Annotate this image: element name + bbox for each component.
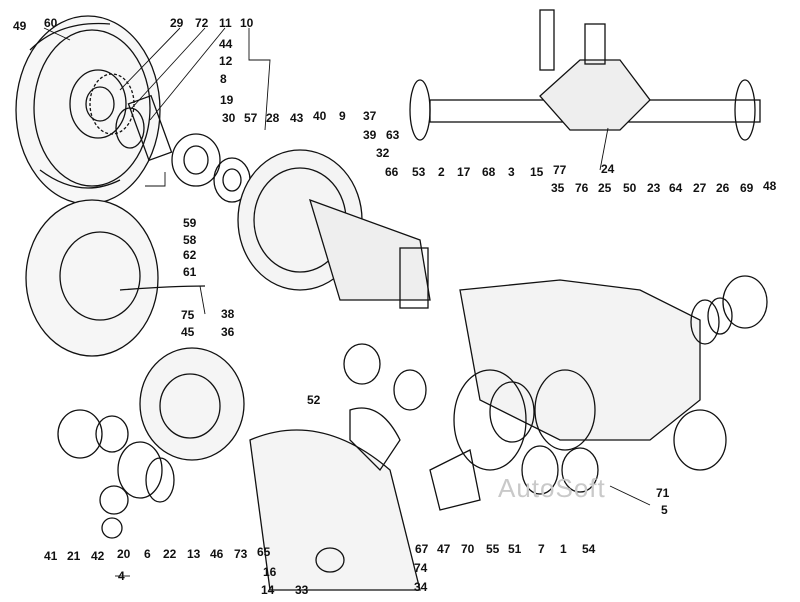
label-44: 44 bbox=[219, 37, 233, 51]
label-9: 9 bbox=[339, 109, 346, 123]
differential-housing bbox=[453, 279, 727, 471]
label-42: 42 bbox=[91, 549, 105, 563]
label-67: 67 bbox=[415, 542, 429, 556]
label-17: 17 bbox=[457, 165, 471, 179]
label-46: 46 bbox=[210, 547, 224, 561]
label-7: 7 bbox=[538, 542, 545, 556]
label-51: 51 bbox=[508, 542, 522, 556]
label-77: 77 bbox=[553, 163, 567, 177]
label-14: 14 bbox=[261, 583, 275, 597]
pinion-bearings bbox=[690, 275, 768, 345]
label-59: 59 bbox=[183, 216, 197, 230]
label-64: 64 bbox=[669, 181, 683, 195]
label-45: 45 bbox=[181, 325, 195, 339]
wheel-hub bbox=[89, 73, 173, 162]
label-66: 66 bbox=[385, 165, 399, 179]
label-73: 73 bbox=[234, 547, 248, 561]
label-65: 65 bbox=[257, 545, 271, 559]
label-13: 13 bbox=[187, 547, 201, 561]
label-3: 3 bbox=[508, 165, 515, 179]
label-70: 70 bbox=[461, 542, 475, 556]
label-58: 58 bbox=[183, 233, 197, 247]
label-40: 40 bbox=[313, 109, 327, 123]
label-76: 76 bbox=[575, 181, 589, 195]
center-bearings bbox=[343, 343, 599, 511]
label-72: 72 bbox=[195, 16, 209, 30]
label-38: 38 bbox=[221, 307, 235, 321]
brake-drum bbox=[15, 15, 161, 205]
label-48: 48 bbox=[763, 179, 777, 193]
label-21: 21 bbox=[67, 549, 81, 563]
label-36: 36 bbox=[221, 325, 235, 339]
watermark: AutoSoft bbox=[498, 473, 606, 503]
label-35: 35 bbox=[551, 181, 565, 195]
label-74: 74 bbox=[414, 561, 428, 575]
label-16: 16 bbox=[263, 565, 277, 579]
label-30: 30 bbox=[222, 111, 236, 125]
label-4: 4 bbox=[118, 569, 125, 583]
label-43: 43 bbox=[290, 111, 304, 125]
label-20: 20 bbox=[117, 547, 131, 561]
label-24: 24 bbox=[601, 162, 615, 176]
label-39: 39 bbox=[363, 128, 377, 142]
label-68: 68 bbox=[482, 165, 496, 179]
leader-lines bbox=[43, 27, 651, 591]
label-2: 2 bbox=[438, 165, 445, 179]
label-54: 54 bbox=[582, 542, 596, 556]
label-75: 75 bbox=[181, 308, 195, 322]
label-50: 50 bbox=[623, 181, 637, 195]
label-41: 41 bbox=[44, 549, 58, 563]
label-27: 27 bbox=[693, 181, 707, 195]
label-69: 69 bbox=[740, 181, 754, 195]
label-33: 33 bbox=[295, 583, 309, 597]
label-8: 8 bbox=[220, 72, 227, 86]
label-28: 28 bbox=[266, 111, 280, 125]
label-47: 47 bbox=[437, 542, 451, 556]
label-10: 10 bbox=[240, 16, 254, 30]
label-34: 34 bbox=[414, 580, 428, 594]
label-62: 62 bbox=[183, 248, 197, 262]
label-23: 23 bbox=[647, 181, 661, 195]
label-19: 19 bbox=[220, 93, 234, 107]
backing-plate bbox=[237, 149, 431, 309]
label-12: 12 bbox=[219, 54, 233, 68]
label-5: 5 bbox=[661, 503, 668, 517]
label-6: 6 bbox=[144, 547, 151, 561]
label-55: 55 bbox=[486, 542, 500, 556]
rear-cover bbox=[249, 429, 421, 591]
label-15: 15 bbox=[530, 165, 544, 179]
label-32: 32 bbox=[376, 146, 390, 160]
brake-shoe-plate bbox=[25, 199, 206, 357]
label-29: 29 bbox=[170, 16, 184, 30]
label-22: 22 bbox=[163, 547, 177, 561]
label-49: 49 bbox=[13, 19, 27, 33]
label-26: 26 bbox=[716, 181, 730, 195]
label-25: 25 bbox=[598, 181, 612, 195]
label-61: 61 bbox=[183, 265, 197, 279]
differential-carrier bbox=[57, 347, 245, 539]
axle-assembly bbox=[409, 9, 761, 141]
label-63: 63 bbox=[386, 128, 400, 142]
label-53: 53 bbox=[412, 165, 426, 179]
label-52: 52 bbox=[307, 393, 321, 407]
label-71: 71 bbox=[656, 486, 670, 500]
label-60: 60 bbox=[44, 16, 58, 30]
label-11: 11 bbox=[219, 16, 232, 30]
label-37: 37 bbox=[363, 109, 377, 123]
label-57: 57 bbox=[244, 111, 258, 125]
label-1: 1 bbox=[560, 542, 567, 556]
